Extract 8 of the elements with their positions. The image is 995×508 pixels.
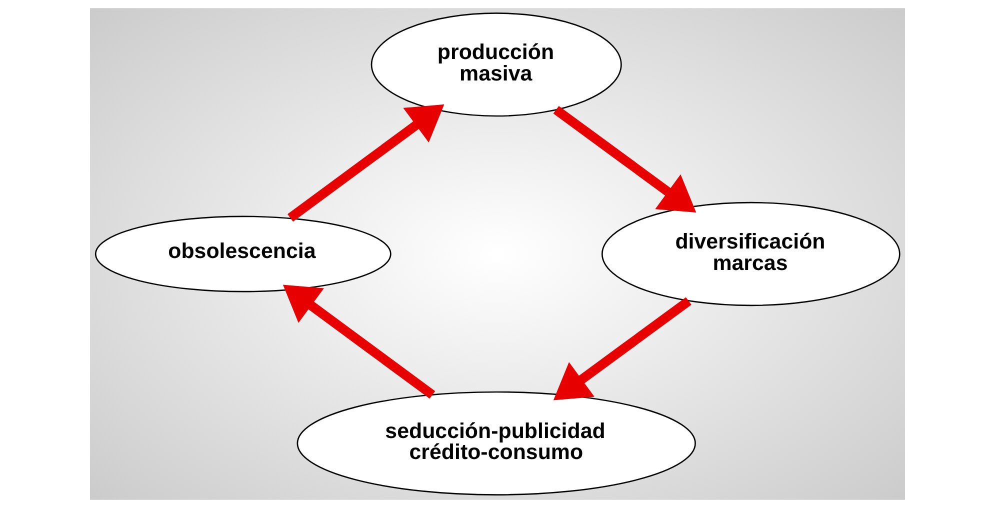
arrow — [288, 104, 444, 222]
node-ellipse: producción masiva — [370, 12, 622, 117]
arrow — [282, 284, 436, 399]
node-ellipse: diversificación marcas — [602, 202, 900, 306]
node-ellipse: obsolescencia — [94, 216, 392, 292]
arrow — [553, 297, 692, 400]
arrow — [553, 106, 696, 213]
node-ellipse: seducción-publicidad crédito-consumo — [296, 391, 696, 496]
